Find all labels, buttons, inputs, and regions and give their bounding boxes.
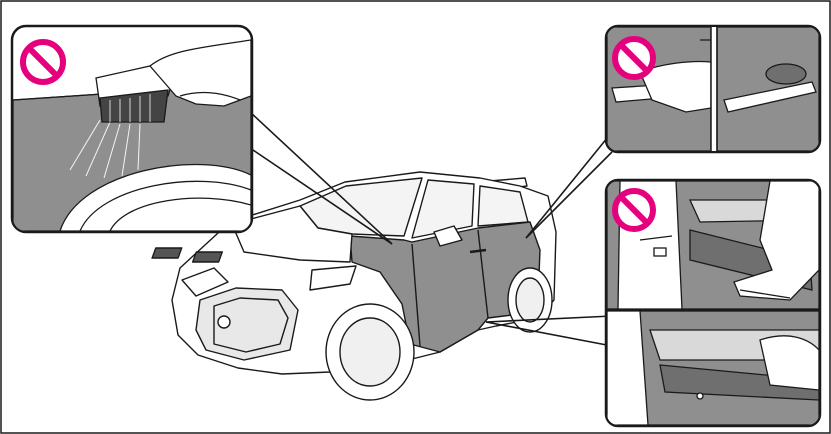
prohibition-icon (23, 42, 63, 82)
door-handle-panel (606, 26, 820, 152)
brush-panel (12, 26, 252, 232)
prohibition-icon (615, 39, 653, 77)
prohibition-icon (615, 191, 653, 229)
door-sill-panel (606, 180, 820, 426)
